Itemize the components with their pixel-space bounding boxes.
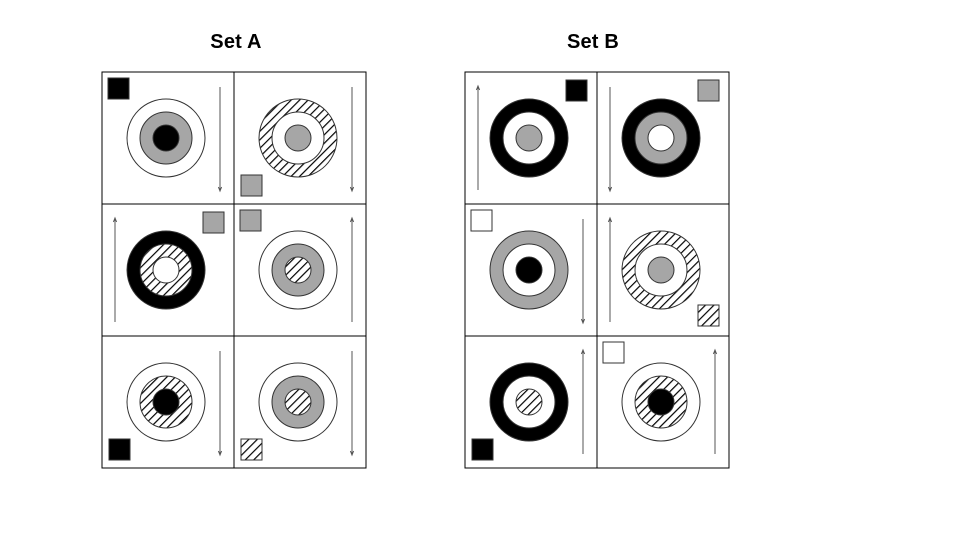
arrow-head [112, 216, 118, 223]
ring-3 [647, 256, 675, 284]
arrow-head [217, 450, 223, 457]
panel [464, 71, 598, 205]
panel [101, 71, 235, 205]
arrow-head [217, 186, 223, 193]
arrow [712, 348, 718, 454]
corner-square [240, 174, 263, 197]
arrow [349, 351, 355, 457]
panel [101, 335, 235, 469]
panel [233, 335, 367, 469]
ring-3 [284, 124, 312, 152]
panel [596, 71, 730, 205]
arrow-head [712, 348, 718, 355]
panel [464, 335, 598, 469]
arrow-head [349, 186, 355, 193]
corner-square [602, 341, 625, 364]
corner-square [470, 209, 493, 232]
arrow-head [580, 348, 586, 355]
arrow [349, 87, 355, 193]
panel [464, 203, 598, 337]
arrow [580, 219, 586, 325]
corner-square [107, 77, 130, 100]
ring-3 [284, 388, 312, 416]
arrow [217, 351, 223, 457]
ring-3 [515, 256, 543, 284]
panel [596, 203, 730, 337]
panel [233, 203, 367, 337]
arrow [607, 216, 613, 322]
arrow-head [607, 216, 613, 223]
corner-square [697, 79, 720, 102]
ring-3 [515, 388, 543, 416]
panel [233, 71, 367, 205]
corner-square [565, 79, 588, 102]
panel [596, 335, 730, 469]
corner-square [240, 438, 263, 461]
corner-square [239, 209, 262, 232]
ring-3 [152, 388, 180, 416]
ring-3 [152, 256, 180, 284]
arrow-head [475, 84, 481, 91]
corner-square [471, 438, 494, 461]
arrow-head [607, 186, 613, 193]
arrow [112, 216, 118, 322]
arrow [607, 87, 613, 193]
ring-3 [647, 388, 675, 416]
panel [101, 203, 235, 337]
set-b-title: Set B [566, 31, 620, 53]
arrow [475, 84, 481, 190]
corner-square [697, 304, 720, 327]
arrow-head [580, 318, 586, 325]
arrow [580, 348, 586, 454]
arrow [349, 216, 355, 322]
ring-3 [152, 124, 180, 152]
arrow-head [349, 450, 355, 457]
corner-square [202, 211, 225, 234]
set-a-grid [101, 71, 367, 469]
ring-3 [515, 124, 543, 152]
set-a-title: Set A [210, 31, 262, 53]
ring-3 [647, 124, 675, 152]
set-b-grid [464, 71, 730, 469]
arrow [217, 87, 223, 193]
arrow-head [349, 216, 355, 223]
corner-square [108, 438, 131, 461]
ring-3 [284, 256, 312, 284]
